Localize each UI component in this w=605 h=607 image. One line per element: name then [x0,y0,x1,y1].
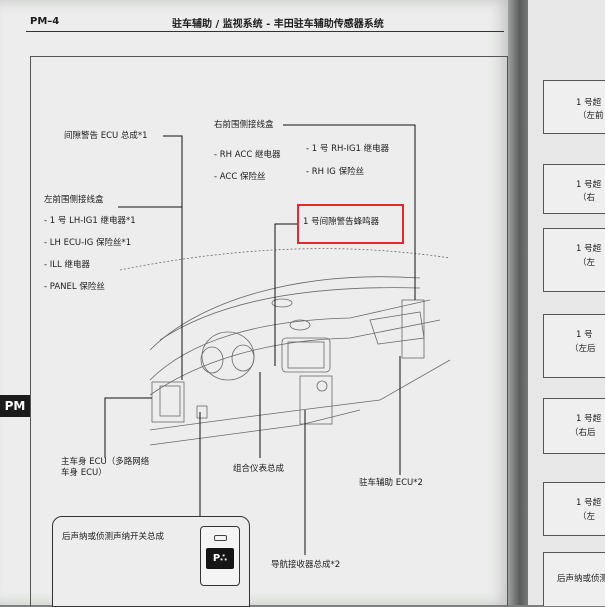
label-main-body-ecu: 主车身 ECU（多路网络 [61,457,150,467]
leader-clearance-ecu [163,135,183,380]
section-tab[interactable]: PM [0,395,30,417]
right-box-6-line-1: 1 号超 [576,498,602,508]
right-box-6-line-2: （左 [578,512,596,522]
label-main-body-ecu-2: 车身 ECU） [61,468,107,478]
page-header-title: 驻车辅助 / 监视系统 - 丰田驻车辅助传感器系统 [172,19,384,30]
leader-right-jb [283,124,416,300]
label-rh-acc-relay: - RH ACC 继电器 [214,150,281,160]
right-box-1 [543,80,605,134]
right-box-1-line-2: （左前 [578,111,604,121]
leader-main-body-ecu [104,397,152,458]
right-box-4-line-1: 1 号 [576,330,593,340]
label-navigation-receiver: 导航接收器总成*2 [271,560,341,570]
right-box-3 [543,228,605,292]
right-box-4-line-2: （左后 [570,344,596,354]
leader-buzzer [274,223,297,366]
right-box-3-line-2: （左 [578,258,596,268]
label-lh-ig1-relay: - 1 号 LH-IG1 继电器*1 [44,216,136,226]
label-sonar-switch: 后声纳或侦测声纳开关总成 [62,532,165,542]
cowl-line [149,276,421,351]
label-left-junction-block: 左前围侧接线盒 [44,195,104,205]
label-right-junction-block: 右前围侧接线盒 [214,120,274,130]
sonar-switch: P∴ [200,526,240,586]
right-box-5 [543,398,605,454]
right-box-4 [543,314,605,378]
right-box-2 [543,164,605,214]
right-box-2-line-1: 1 号超 [576,180,602,190]
label-panel-fuse: - PANEL 保险丝 [44,282,105,292]
label-lh-ecu-ig-fuse: - LH ECU-IG 保险丝*1 [44,238,132,248]
right-box-5-line-1: 1 号超 [576,414,602,424]
label-clearance-warning-ecu: 间隙警告 ECU 总成*1 [64,131,148,141]
right-box-7-line-1: 后声纳或侦测 [557,574,605,584]
highlight-box [297,204,404,244]
left-page [0,0,512,605]
right-box-2-line-2: （右 [578,193,596,203]
label-combination-meter: 组合仪表总成 [233,464,285,474]
label-rh-ig-fuse: - RH IG 保险丝 [306,167,365,177]
right-box-6 [543,482,605,536]
right-box-3-line-1: 1 号超 [576,244,602,254]
label-ill-relay: - ILL 继电器 [44,260,90,270]
sonar-switch-icon: P∴ [206,548,234,569]
label-parking-assist-ecu: 驻车辅助 ECU*2 [359,478,423,488]
right-box-1-line-1: 1 号超 [576,98,602,108]
right-box-5-line-2: （右后 [570,428,596,438]
label-rh-ig1-relay: - 1 号 RH-IG1 继电器 [306,144,390,154]
switch-indicator [214,535,227,541]
page-code: PM–4 [30,16,60,27]
label-clearance-buzzer: 1 号间隙警告蜂鸣器 [303,217,380,227]
right-box-7 [543,552,605,606]
label-acc-fuse: - ACC 保险丝 [214,172,266,182]
diagram-frame [30,56,508,606]
header-rule [26,31,504,32]
